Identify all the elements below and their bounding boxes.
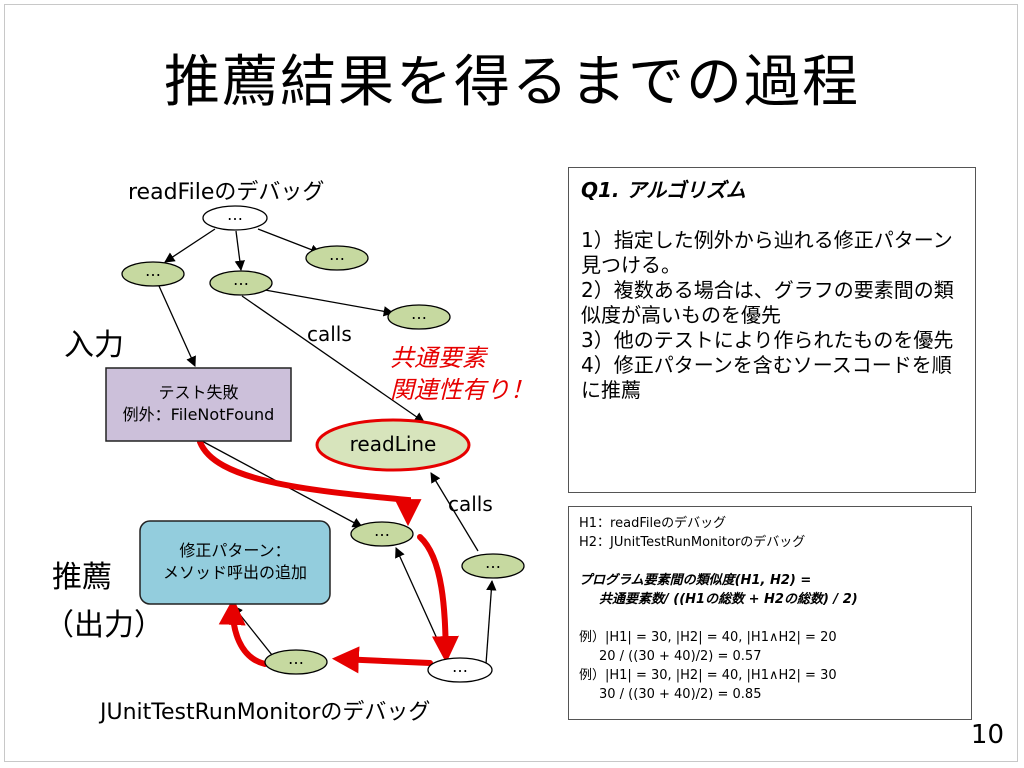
calls-label-bottom: calls <box>448 492 493 516</box>
red-path-testbox-to-node <box>197 439 422 527</box>
output-label: （出力） <box>44 608 164 643</box>
example-2-calc: 30 / ((30 + 40)/2) = 0.85 <box>599 687 762 702</box>
red-path-node-to-bottom <box>417 534 459 664</box>
page-number: 10 <box>970 720 1004 750</box>
algorithm-step-4: 4）修正パターンを含むソースコードを順に推薦 <box>581 353 952 402</box>
node-bottom <box>427 657 493 683</box>
node-right-low-label: … <box>485 553 501 572</box>
common-note-line-2: 関連性有り！ <box>390 376 534 404</box>
readline-label: readLine <box>349 432 437 456</box>
algorithm-step-3: 3）他のテストにより作られたものを優先 <box>581 328 954 352</box>
graph-bottom-title: JUnitTestRunMonitorのデバッグ <box>100 700 431 725</box>
node-bottom-left-label: … <box>288 649 304 668</box>
input-label: 入力 <box>64 328 124 363</box>
test-failure-text: テスト失敗 例外：FileNotFound <box>106 382 291 426</box>
test-failure-box <box>105 367 292 442</box>
readline-node <box>315 418 471 472</box>
edge-bottom-to-right-node <box>485 579 497 665</box>
edge-left-to-testbox <box>158 285 196 367</box>
example-1: 例）|H1| = 30, |H2| = 40, |H1∧H2| = 20 <box>579 630 837 645</box>
fix-pattern-line-1: 修正パターン： <box>179 541 291 560</box>
node-right-mid-label: … <box>411 304 427 323</box>
node-center-label: … <box>374 521 390 540</box>
edge-top-to-mid <box>234 230 245 272</box>
node-right-top-label: … <box>329 245 345 264</box>
test-failure-line-1: テスト失敗 <box>158 383 239 402</box>
node-left <box>121 261 185 287</box>
node-mid <box>209 270 273 296</box>
common-element-note: 共通要素 関連性有り！ <box>390 342 534 406</box>
node-right-mid <box>387 304 451 330</box>
example-1-calc: 20 / ((30 + 40)/2) = 0.57 <box>599 649 762 664</box>
fix-pattern-text: 修正パターン： メソッド呼出の追加 <box>140 540 330 584</box>
slide-frame <box>4 4 1018 762</box>
fix-pattern-box <box>139 520 331 605</box>
red-path-node-to-fixbox <box>218 597 268 667</box>
common-note-line-1: 共通要素 <box>390 344 486 372</box>
edge-top-to-right <box>257 228 321 255</box>
node-top <box>202 205 268 231</box>
graph-top-title: readFileのデバッグ <box>128 180 325 205</box>
edge-mid-to-right <box>264 289 395 317</box>
node-left-label: … <box>145 261 161 280</box>
recommend-label: 推薦 <box>52 560 112 595</box>
algorithm-step-2: 2）複数ある場合は、グラフの要素間の類似度が高いものを優先 <box>581 278 954 327</box>
edge-mid-to-readline <box>241 295 425 423</box>
slide-title: 推薦結果を得るまでの過程 <box>164 50 860 115</box>
test-failure-line-2: 例外：FileNotFound <box>122 405 275 424</box>
algorithm-box: Q1. アルゴリズム 1）指定した例外から辿れる修正パターン見つける。 2）複数… <box>568 167 976 493</box>
algorithm-step-1: 1）指定した例外から辿れる修正パターン見つける。 <box>581 228 953 277</box>
edge-bottom-to-node <box>395 547 449 664</box>
h2-definition: H2：JUnitTestRunMonitorのデバッグ <box>579 535 806 550</box>
algorithm-title: Q1. アルゴリズム <box>581 178 746 202</box>
node-mid-label: … <box>233 270 249 289</box>
fix-pattern-line-2: メソッド呼出の追加 <box>162 563 307 582</box>
calls-label-top: calls <box>307 322 352 346</box>
example-2: 例）|H1| = 30, |H2| = 40, |H1∧H2| = 30 <box>579 668 837 683</box>
node-right-low <box>461 553 525 579</box>
node-bottom-label: … <box>452 657 468 676</box>
edge-top-to-left <box>164 228 216 263</box>
node-top-label: … <box>227 205 243 224</box>
formula-title: プログラム要素間の類似度(H1, H2) = <box>579 573 812 588</box>
node-center <box>350 521 414 547</box>
similarity-box: H1：readFileのデバッグ H2：JUnitTestRunMonitorの… <box>568 506 972 720</box>
red-path-bottom-to-node <box>331 646 433 674</box>
h1-definition: H1：readFileのデバッグ <box>579 516 727 531</box>
node-bottom-left <box>264 649 328 675</box>
node-right-top <box>305 245 369 271</box>
edge-right-node-to-readline <box>430 472 479 552</box>
formula-body: 共通要素数/ ((H1の総数 + H2の総数) / 2) <box>599 592 858 607</box>
